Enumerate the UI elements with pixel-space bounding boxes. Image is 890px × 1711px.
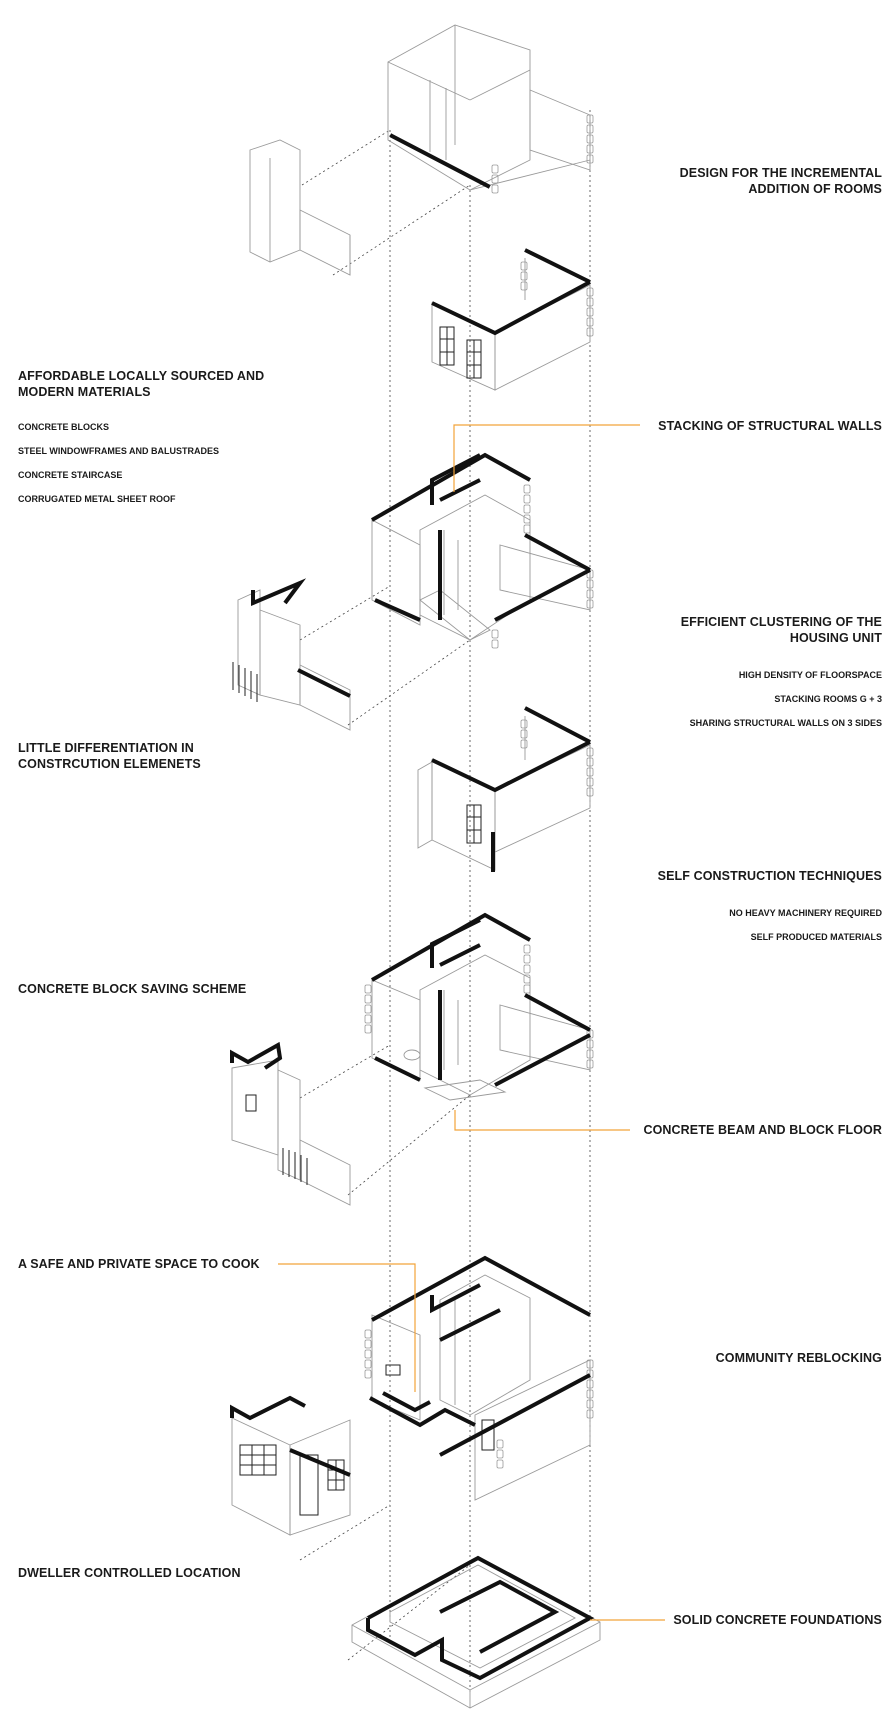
materials-item: STEEL WINDOWFRAMES AND BALUSTRADES (18, 446, 219, 456)
module-first-floor (232, 484, 594, 731)
label-beam-block-floor: CONCRETE BEAM AND BLOCK FLOOR (643, 1123, 882, 1137)
projection-lines (299, 110, 591, 1695)
self-construction-item: SELF PRODUCED MATERIALS (750, 932, 882, 942)
clustering-item: SHARING STRUCTURAL WALLS ON 3 SIDES (689, 718, 882, 728)
module-roof-level (249, 24, 594, 276)
label-materials-heading: AFFORDABLE LOCALLY SOURCED AND MODERN MA… (18, 369, 265, 399)
label-clustering-heading: EFFICIENT CLUSTERING OF THE HOUSING UNIT (680, 615, 882, 645)
self-construction-item: NO HEAVY MACHINERY REQUIRED (729, 908, 882, 918)
module-middle-room (417, 716, 594, 871)
materials-item: CONCRETE STAIRCASE (18, 470, 123, 480)
label-block-saving: CONCRETE BLOCK SAVING SCHEME (18, 982, 247, 996)
clustering-item: HIGH DENSITY OF FLOORSPACE (738, 670, 882, 680)
clustering-item: STACKING ROOMS G + 3 (774, 694, 882, 704)
materials-item: CORRUGATED METAL SHEET ROOF (18, 494, 176, 504)
label-community-reblocking: COMMUNITY REBLOCKING (715, 1351, 882, 1365)
label-concrete-foundations: SOLID CONCRETE FOUNDATIONS (673, 1613, 882, 1627)
materials-item: CONCRETE BLOCKS (18, 422, 110, 432)
label-self-construction-heading: SELF CONSTRUCTION TECHNIQUES (657, 869, 882, 883)
label-incremental-addition: DESIGN FOR THE INCREMENTAL ADDITION OF R… (679, 166, 882, 196)
label-dweller-location: DWELLER CONTROLLED LOCATION (18, 1566, 241, 1580)
label-cooking-space: A SAFE AND PRIVATE SPACE TO COOK (18, 1257, 260, 1271)
leader-lines (278, 424, 665, 1621)
label-differentiation: LITTLE DIFFERENTIATION IN CONSTRCUTION E… (18, 741, 201, 771)
label-stacking-walls: STACKING OF STRUCTURAL WALLS (658, 419, 882, 433)
module-kitchen-level (231, 1274, 594, 1536)
